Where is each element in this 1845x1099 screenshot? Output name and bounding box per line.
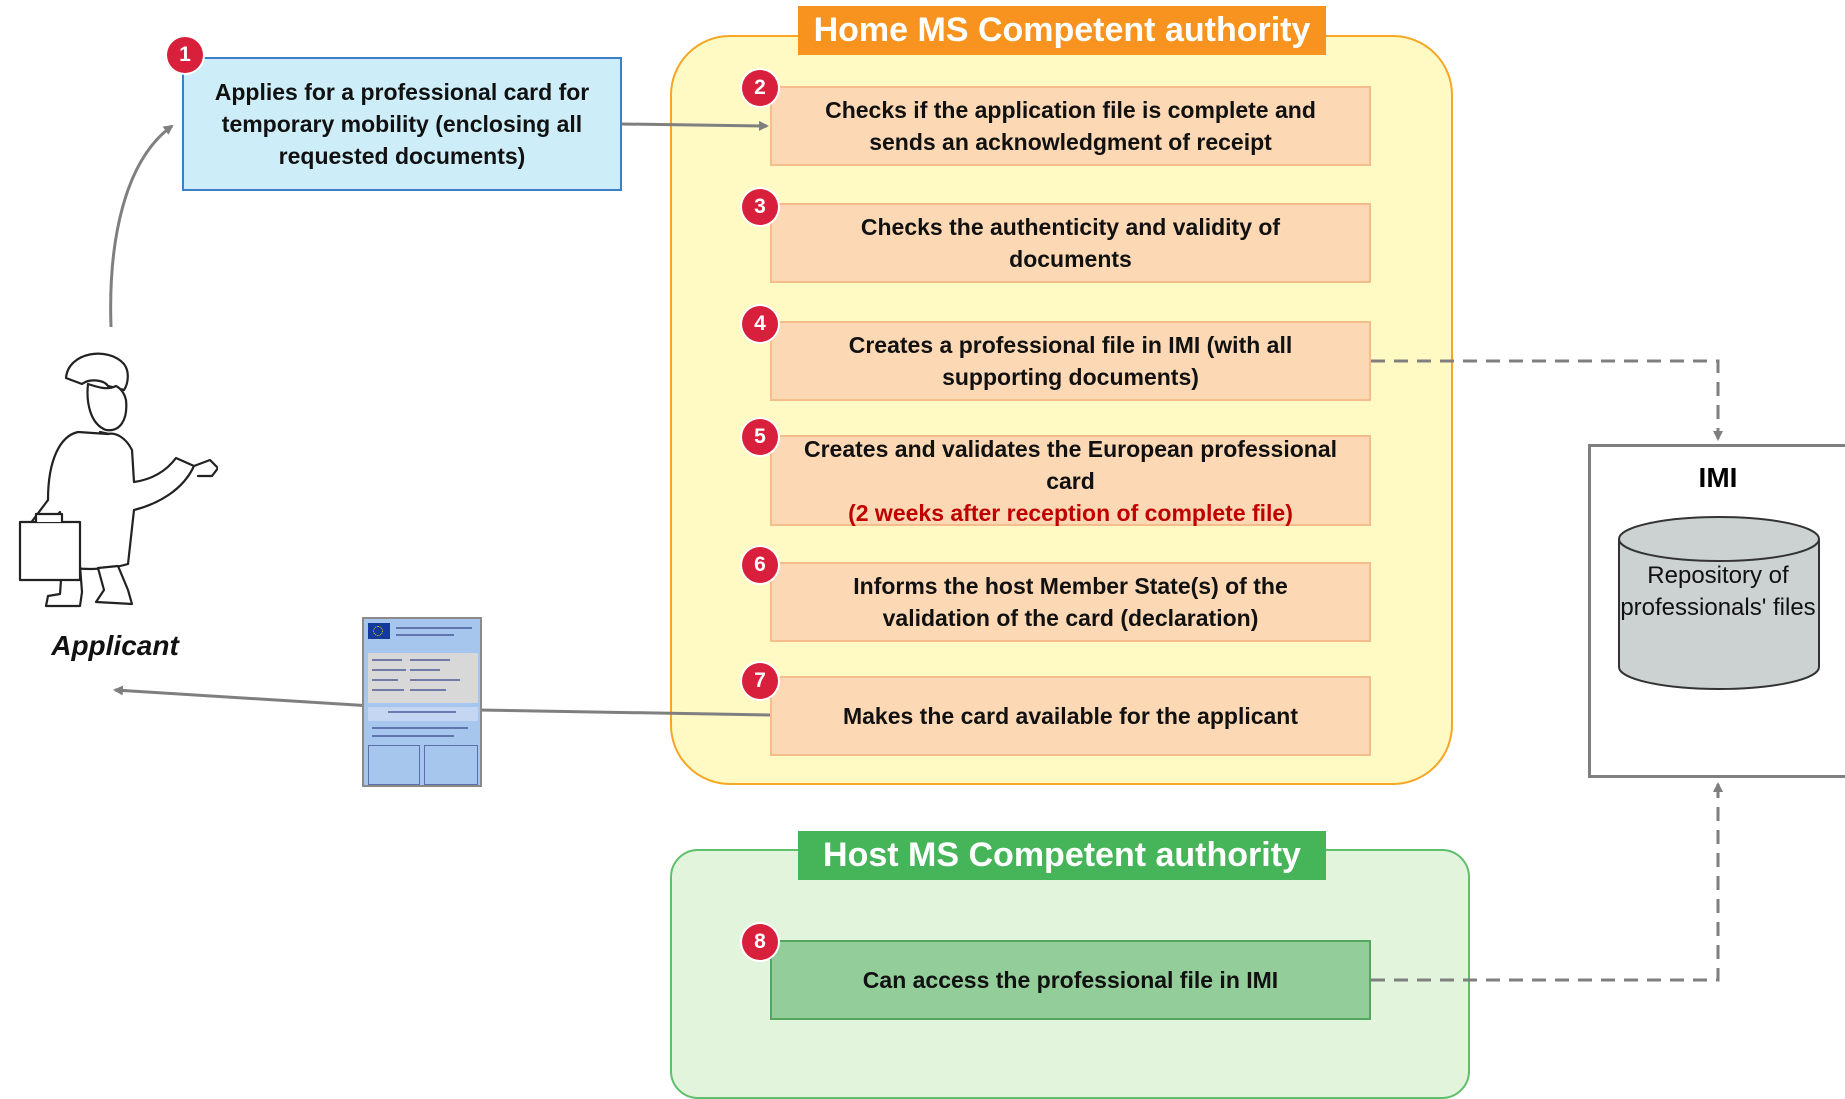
home-step-5-text: Creates and validates the European profe… xyxy=(804,435,1337,494)
applicant-label: Applicant xyxy=(51,630,179,661)
step-8-badge: 8 xyxy=(742,924,778,960)
step-6-badge: 6 xyxy=(742,547,778,583)
step-3-badge: 3 xyxy=(742,189,778,225)
step-4-badge: 4 xyxy=(742,306,778,342)
professional-card-image xyxy=(362,617,482,787)
home-step-4-box: Creates a professional file in IMI (with… xyxy=(770,321,1371,401)
home-step-4-text: Creates a professional file in IMI (with… xyxy=(848,332,1293,390)
step1-to-step2-arrow xyxy=(621,120,769,131)
home-step-6-box: Informs the host Member State(s) of the … xyxy=(770,562,1371,642)
step4-to-imi-dashed xyxy=(1371,359,1723,441)
home-step-3-box: Checks the authenticity and validity of … xyxy=(770,203,1371,283)
home-step-7-text: Makes the card available for the applica… xyxy=(842,703,1299,729)
host-authority-title: Host MS Competent authority xyxy=(798,831,1326,880)
step8-to-imi-dashed xyxy=(1371,782,1723,982)
home-authority-title: Home MS Competent authority xyxy=(798,6,1326,55)
step-7-badge: 7 xyxy=(742,663,778,699)
step-5-badge: 5 xyxy=(742,419,778,455)
home-step-2-box: Checks if the application file is comple… xyxy=(770,86,1371,166)
home-step-7-box: Makes the card available for the applica… xyxy=(770,676,1371,756)
database-cylinder-icon xyxy=(1618,516,1820,690)
repository-label: Repository of professionals' files xyxy=(1620,562,1816,621)
step-2-badge: 2 xyxy=(742,70,778,106)
imi-title: IMI xyxy=(1698,462,1738,493)
home-step-3-text: Checks the authenticity and validity of … xyxy=(860,214,1281,272)
applicant-to-step1-arrow xyxy=(109,124,174,328)
applicant-step-text: Applies for a professional card for temp… xyxy=(214,79,590,169)
host-step-8-box: Can access the professional file in IMI xyxy=(770,940,1371,1020)
step-1-badge: 1 xyxy=(167,37,203,73)
host-step-8-text: Can access the professional file in IMI xyxy=(862,967,1279,993)
home-step-2-text: Checks if the application file is comple… xyxy=(825,97,1316,155)
home-step-5-box: Creates and validates the European profe… xyxy=(770,435,1371,526)
home-step-5-note: (2 weeks after reception of complete fil… xyxy=(848,499,1293,526)
applicant-figure-icon xyxy=(18,352,218,608)
applicant-step-box: Applies for a professional card for temp… xyxy=(182,57,622,191)
home-step-6-text: Informs the host Member State(s) of the … xyxy=(853,573,1288,631)
